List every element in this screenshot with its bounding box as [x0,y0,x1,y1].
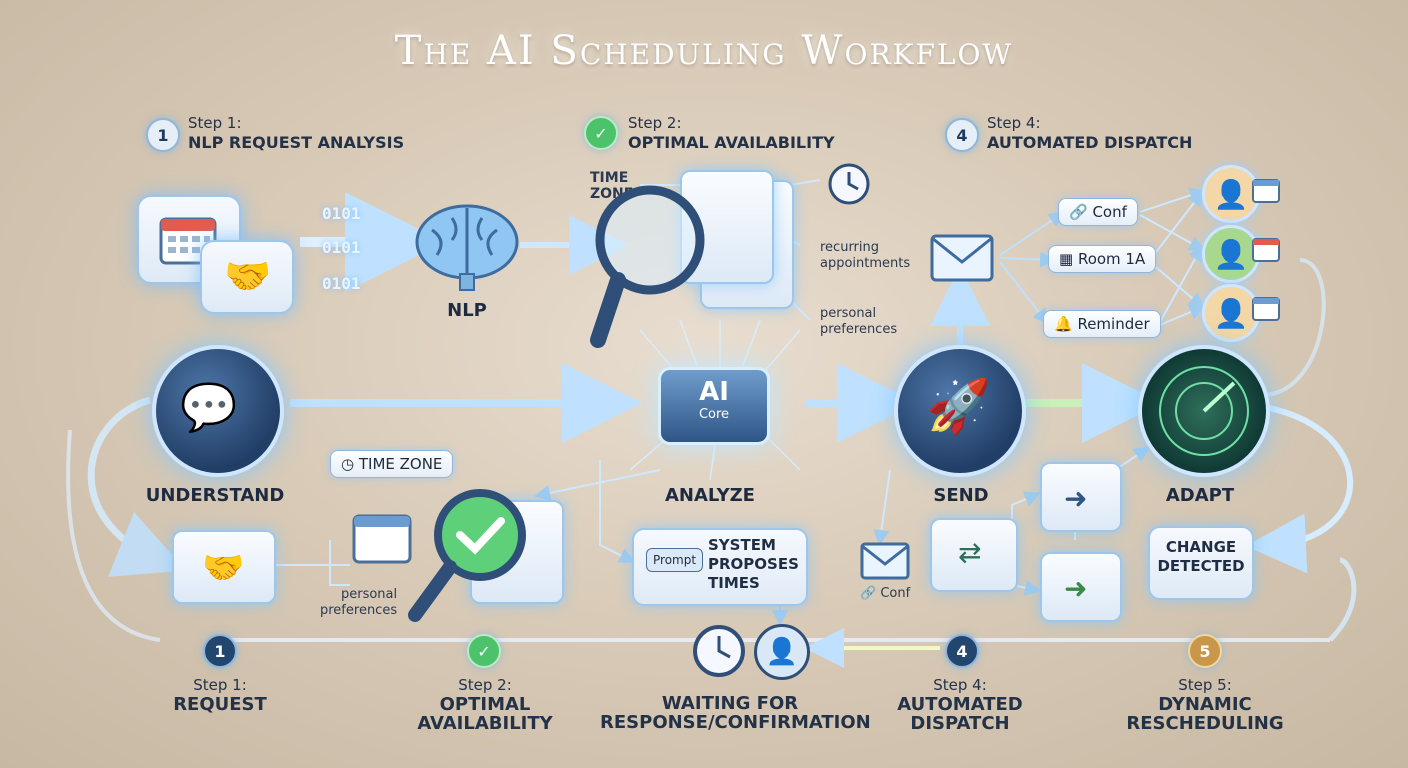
bottom-step-2-title: OPTIMAL AVAILABILITY [417,694,553,734]
top-step-4-line1: Step 4: [987,114,1041,132]
brain-icon [415,204,519,291]
top-step-2-label: Step 2: OPTIMAL AVAILABILITY [628,114,835,152]
mini-calendar-icon-1 [1252,179,1280,203]
ai-core-subtext: Core [698,407,730,422]
analyze-label: ANALYZE [665,485,755,506]
bottom-step-2-label: Step 2: OPTIMAL AVAILABILITY [400,676,570,733]
ai-core-chip: AI Core [658,367,770,445]
time-zone-label-top: TIME ZONE [590,170,634,202]
bottom-step-1-title: REQUEST [173,694,267,715]
arrow-right-icon-2: ➜ [1064,572,1088,605]
bottom-step-4-label: Step 4: AUTOMATED DISPATCH [880,676,1040,733]
adapt-label: ADAPT [1165,485,1235,506]
top-step-1-label: Step 1: NLP REQUEST ANALYSIS [188,114,404,152]
bottom-step-4-title: AUTOMATED DISPATCH [897,694,1023,734]
mini-calendar-icon-3 [1252,297,1280,321]
envelope-icon-top [930,234,994,282]
top-step-1-line1: Step 1: [188,114,242,132]
personal-preferences-label-lower: personal preferences [320,587,398,618]
user-avatar-lower: 👤 [754,624,810,680]
top-step-1-title: NLP REQUEST ANALYSIS [188,133,405,152]
top-step-1-badge: 1 [146,118,180,152]
bottom-step-1-label: Step 1: REQUEST [150,676,290,714]
top-step-2-check-icon: ✓ [584,116,618,150]
arrow-right-icon-1: ➜ [1064,482,1088,515]
top-step-2-line1: Step 2: [628,114,682,132]
top-step-4-badge: 4 [945,118,979,152]
calendar-icon-lower [352,514,412,564]
bottom-step-waiting-label: WAITING FOR RESPONSE/CONFIRMATION [600,693,871,733]
bottom-step-waiting-title: WAITING FOR RESPONSE/CONFIRMATION [600,693,871,733]
bottom-step-1-line1: Step 1: [193,676,247,694]
bottom-step-5-title: DYNAMIC RESCHEDULING [1126,694,1284,734]
binary-text-2: 0101 [322,238,361,257]
time-zone-tag-text: TIME ZONE [358,455,443,473]
send-node: 🚀 [894,345,1026,477]
avatar-1: 👤 [1202,165,1260,223]
handshake-calendar-card: 🤝 [172,530,276,604]
avatar-3: 👤 [1202,284,1260,342]
page-title: The AI Scheduling Workflow [394,28,1014,74]
send-label: SEND [933,485,989,506]
bottom-step-5-badge: 5 [1188,634,1222,668]
change-detected-text: CHANGE DETECTED [1157,538,1245,575]
reminder-tag: 🔔 Reminder [1043,310,1161,338]
time-zone-tag: ◷ TIME ZONE [330,450,454,478]
avatar-2: 👤 [1202,225,1260,283]
handshake-chat-bubble: 🤝 [200,240,294,314]
mini-calendar-icon-2 [1252,238,1280,262]
handshake-icon-lower: 🤝 [202,548,245,588]
sync-calendar-card: ⇄ [930,518,1018,592]
proposal-text: SYSTEM PROPOSES TIMES [708,536,799,592]
understand-node: 💬 [152,345,284,477]
top-step-4-label: Step 4: AUTOMATED DISPATCH [987,114,1192,152]
top-step-2-title: OPTIMAL AVAILABILITY [628,133,835,152]
reminder-tag-text: Reminder [1077,315,1150,333]
bottom-step-4-badge: 4 [945,634,979,668]
ai-core-text: AI [699,377,729,407]
adapt-node [1138,345,1270,477]
rocket-icon: 🚀 [926,377,991,437]
binary-text-3: 0101 [322,274,361,293]
conf-tag: 🔗 Conf [1058,198,1138,226]
change-detected-badge: CHANGE DETECTED [1148,526,1254,600]
prompt-label: Prompt [646,548,704,572]
clock-icon-lower [693,625,745,677]
conf-tag-text: Conf [1092,203,1127,221]
bottom-step-1-badge: 1 [203,634,237,668]
reschedule-calendar-1: ➜ [1040,462,1122,532]
understand-label: UNDERSTAND [145,485,285,506]
nlp-label: NLP [447,300,487,321]
clock-icon [828,163,870,205]
magnifier-check-icon [408,489,526,622]
bottom-step-2-check-icon: ✓ [467,634,501,668]
envelope-icon-lower [860,542,910,580]
conf-link-text: Conf [880,586,911,601]
binary-text-1: 0101 [322,204,361,223]
handshake-icon: 🤝 [224,254,272,298]
radar-icon [1159,366,1249,456]
magnifier-icon-top [590,185,705,348]
proposal-bubble: Prompt SYSTEM PROPOSES TIMES [632,528,808,606]
personal-preferences-label-top: personal preferences [820,306,898,337]
bottom-step-4-line1: Step 4: [933,676,987,694]
room-tag-text: Room 1A [1077,250,1146,268]
sync-icon: ⇄ [958,536,982,569]
chat-bubbles-icon: 💬 [180,380,238,434]
room-tag: ▦ Room 1A [1048,245,1157,273]
recurring-appointments-label: recurring appointments [820,240,911,271]
top-step-4-title: AUTOMATED DISPATCH [987,133,1193,152]
bottom-step-5-line1: Step 5: [1178,676,1232,694]
bottom-step-5-label: Step 5: DYNAMIC RESCHEDULING [1120,676,1290,733]
bottom-step-2-line1: Step 2: [458,676,512,694]
reschedule-calendar-2: ➜ [1040,552,1122,622]
conf-link-label: 🔗 Conf [860,586,911,601]
